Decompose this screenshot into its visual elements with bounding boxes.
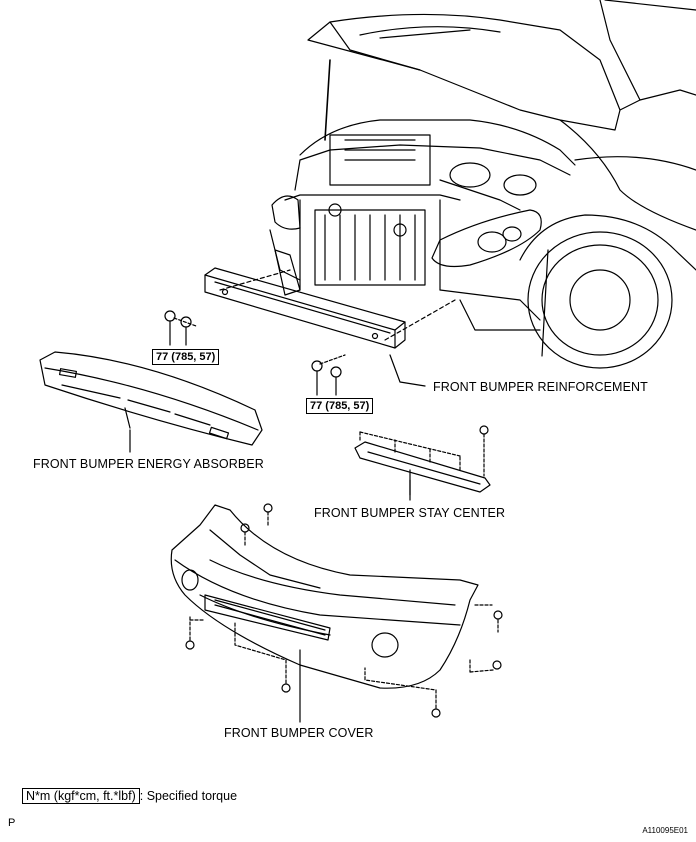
clip-top-left: [263, 503, 273, 526]
vehicle-front: [269, 0, 696, 369]
torque-left: 77 (785, 57): [152, 349, 220, 365]
label-front-bumper-stay-center: FRONT BUMPER STAY CENTER: [314, 506, 506, 520]
cover-fasteners: [185, 503, 503, 718]
label-front-bumper-energy-absorber: FRONT BUMPER ENERGY ABSORBER: [33, 457, 264, 471]
torque-right: 77 (785, 57): [306, 398, 374, 414]
torque-unit-box: N*m (kgf*cm, ft.*lbf): [22, 788, 140, 804]
screw-right-1: [474, 604, 503, 633]
screw-bottom-right: [364, 667, 441, 718]
label-front-bumper-reinforcement: FRONT BUMPER REINFORCEMENT: [433, 380, 648, 394]
bumper-cover: [170, 504, 479, 723]
torque-legend-description: : Specified torque: [139, 789, 238, 803]
page-code: P: [8, 817, 16, 829]
energy-absorber: [39, 351, 263, 446]
clip-top-mid: [240, 523, 250, 546]
torque-legend: N*m (kgf*cm, ft.*lbf): Specified torque: [22, 788, 238, 804]
figure-id: A110095E01: [642, 826, 688, 835]
screw-bottom-left: [234, 621, 291, 693]
bolt-right-2: [330, 366, 342, 378]
label-front-bumper-cover: FRONT BUMPER COVER: [224, 726, 374, 740]
reinforcement-bolts: [164, 310, 346, 396]
screw-right-2: [469, 659, 502, 673]
bumper-stay-center: [354, 425, 491, 496]
screw-left: [185, 614, 206, 650]
bumper-reinforcement: [204, 267, 456, 387]
